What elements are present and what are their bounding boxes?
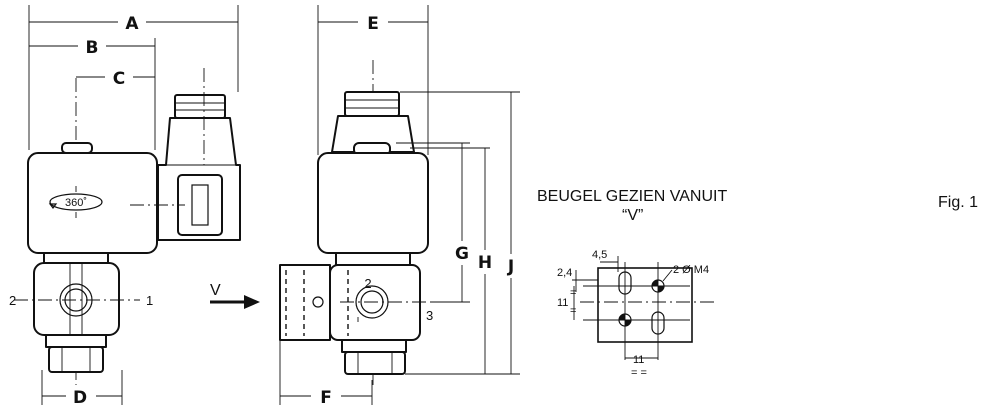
dim-label-g: G [455, 244, 469, 264]
mounting-bracket-side [279, 264, 331, 341]
dimension-a: A [29, 12, 238, 34]
dim-label-c: C [113, 69, 125, 89]
dimension-j: J [501, 92, 521, 374]
bracket-subtitle: “V” [622, 207, 643, 224]
bottom-nut-side [341, 339, 407, 375]
dim-label-f: F [320, 388, 332, 405]
connector [157, 68, 241, 241]
bracket-detail: BEUGEL GEZIEN VANUIT “V” 4,5 2 Ø M4 [537, 188, 727, 379]
dim-11-vertical: 11 [557, 297, 568, 309]
dimension-d: D [42, 386, 122, 405]
dimension-g: G [452, 143, 472, 302]
view-arrow-v: V [210, 282, 260, 309]
svg-text:=: = [570, 305, 576, 317]
svg-text:=: = [570, 287, 576, 299]
dim-4-5: 4,5 [592, 249, 607, 261]
figure-label: Fig. 1 [938, 194, 978, 211]
dimension-c: C [76, 67, 155, 89]
port-2-left: 2 [9, 293, 16, 308]
equal-marks: = = [631, 367, 647, 379]
bracket-title: BEUGEL GEZIEN VANUIT [537, 188, 727, 205]
dim-label-a: A [125, 14, 139, 34]
dimension-e: E [318, 12, 428, 34]
dim-label-j: J [507, 257, 514, 277]
view-arrow-label: V [210, 282, 221, 299]
side-view: E F [210, 5, 521, 405]
hole-spec: 2 Ø M4 [673, 264, 709, 276]
dim-label-e: E [367, 14, 379, 34]
dim-label-d: D [73, 388, 87, 405]
dimension-h: H [475, 148, 495, 374]
dimension-b: B [29, 36, 155, 58]
valve-body-side: 2 3 [329, 264, 433, 341]
dim-11-horizontal: 11 [633, 354, 644, 366]
port-1-label: 1 [146, 293, 153, 308]
front-view: A B C D [9, 5, 241, 405]
rotation-label: 360˚ [65, 197, 87, 209]
dim-2-4: 2,4 [557, 267, 572, 279]
bottom-nut-front [45, 334, 107, 373]
valve-body-front: 2 1 [9, 262, 153, 336]
dimension-f: F [280, 386, 372, 405]
port-3-label: 3 [426, 308, 433, 323]
port-2-side: 2 [364, 276, 371, 291]
dim-label-h: H [478, 253, 492, 273]
dim-label-b: B [86, 38, 99, 58]
